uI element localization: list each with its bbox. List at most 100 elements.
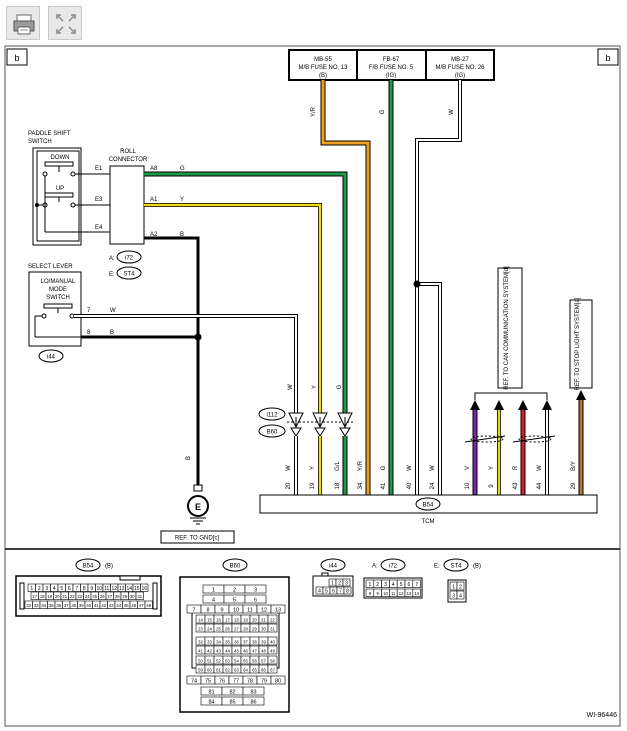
svg-text:B/Y: B/Y	[571, 461, 577, 471]
pin-number: 46	[243, 648, 248, 653]
pin-number: 4	[392, 582, 395, 588]
pin-number: 48	[261, 648, 266, 653]
pin-number: 4	[212, 597, 215, 603]
svg-text:G: G	[381, 465, 387, 470]
pin-cell	[135, 591, 144, 600]
svg-text:W: W	[537, 465, 543, 471]
pin-number: 63	[234, 667, 239, 672]
svg-text:44: 44	[537, 482, 543, 489]
pin-number: 42	[101, 603, 106, 608]
pin-number: 2	[233, 587, 236, 593]
pin-number: 1	[212, 587, 215, 593]
pin-number: 2	[376, 582, 379, 588]
pin-number: 32	[26, 603, 31, 608]
mid-connector: W Y G i112 B60	[258, 384, 354, 438]
svg-text:F/B FUSE NO. 5: F/B FUSE NO. 5	[369, 65, 414, 71]
pin-number: 30	[130, 594, 135, 599]
wire-g-a8	[144, 171, 348, 420]
svg-text:7: 7	[87, 308, 91, 314]
pin-number: 21	[62, 594, 67, 599]
pin-number: 2	[459, 584, 462, 590]
print-button[interactable]	[6, 6, 40, 40]
pin-cell	[267, 623, 278, 633]
svg-text:(IG): (IG)	[386, 73, 396, 79]
svg-text:REF. TO GND[c]: REF. TO GND[c]	[175, 536, 219, 542]
pin-number: 30	[261, 626, 266, 631]
pin-number: 50	[198, 658, 203, 663]
svg-text:E1: E1	[95, 166, 103, 172]
pin-number: 59	[198, 667, 203, 672]
pin-number: 12	[261, 607, 267, 613]
svg-text:9: 9	[489, 484, 495, 488]
pin-number: 28	[243, 626, 248, 631]
wire-yr-fuse13	[320, 80, 371, 495]
svg-text:19: 19	[310, 482, 316, 489]
wire-y-a1	[144, 203, 322, 420]
svg-text:B54: B54	[83, 564, 94, 570]
expand-button[interactable]	[48, 6, 82, 40]
pin-number: 5	[325, 588, 328, 594]
pin-number: 3	[45, 586, 48, 592]
pin-number: 26	[225, 626, 230, 631]
wire-b-a2	[144, 236, 200, 485]
pin-number: 37	[243, 639, 248, 644]
pin-number: 23	[77, 594, 82, 599]
pin-number: 1	[30, 586, 33, 592]
pin-number: 31	[270, 626, 275, 631]
pin-number: 37	[64, 603, 69, 608]
svg-text:FB-67: FB-67	[383, 57, 400, 63]
pin-number: 3	[345, 580, 348, 586]
pin-number: 5	[60, 586, 63, 592]
wire-w-fuse26	[413, 80, 462, 495]
svg-text:PADDLE SHIFT: PADDLE SHIFT	[28, 131, 71, 137]
svg-text:24: 24	[430, 482, 436, 489]
pin-number: 9	[220, 607, 223, 613]
fuse-box-group: MB-55 M/B FUSE NO. 13 (B) FB-67 F/B FUSE…	[288, 49, 495, 81]
paddle-shift-switch: PADDLE SHIFT SWITCH DOWN UP E1 E3 E4	[28, 131, 110, 246]
pin-number: 66	[261, 667, 266, 672]
pin-number: 67	[270, 667, 275, 672]
svg-text:TCM: TCM	[422, 519, 435, 525]
pin-number: 25	[92, 594, 97, 599]
svg-text:(IG): (IG)	[455, 73, 465, 79]
pin-number: 9	[90, 586, 93, 592]
pin-number: 33	[207, 639, 212, 644]
wire-b-pin8	[81, 333, 202, 341]
pin-number: 23	[198, 626, 203, 631]
expand-arrows-icon	[56, 14, 76, 34]
pin-number: 13	[119, 586, 125, 592]
pin-number: 27	[107, 594, 112, 599]
svg-text:Y: Y	[310, 466, 316, 470]
pin-number: 65	[252, 667, 257, 672]
pin-number: 4	[318, 588, 321, 594]
pin-number: 56	[252, 658, 257, 663]
pin-cell	[267, 655, 278, 665]
pin-number: 10	[96, 586, 102, 592]
pin-number: 35	[225, 639, 230, 644]
pin-number: 5	[233, 597, 236, 603]
pin-number: 29	[122, 594, 127, 599]
pin-number: 3	[384, 582, 387, 588]
svg-text:i44: i44	[47, 355, 56, 361]
pin-number: 22	[270, 617, 275, 622]
pin-number: 17	[32, 594, 37, 599]
svg-text:A1: A1	[150, 197, 158, 203]
svg-text:A2: A2	[150, 232, 158, 238]
pin-number: 16	[216, 617, 221, 622]
svg-text:i72: i72	[125, 256, 134, 262]
pin-number: 6	[254, 597, 257, 603]
wire-label-g: G	[380, 109, 386, 114]
wire-y-tcm9	[494, 400, 504, 495]
wire-by-tcm29	[576, 390, 586, 495]
svg-text:E: E	[195, 502, 201, 512]
pin-number: 21	[261, 617, 266, 622]
wire-label-yr: Y/R	[311, 106, 317, 117]
pin-number: 12	[399, 591, 404, 596]
printer-icon	[13, 14, 35, 35]
pin-number: 2	[338, 580, 341, 586]
wire-label-w: W	[449, 109, 455, 115]
pin-cell	[343, 586, 352, 595]
